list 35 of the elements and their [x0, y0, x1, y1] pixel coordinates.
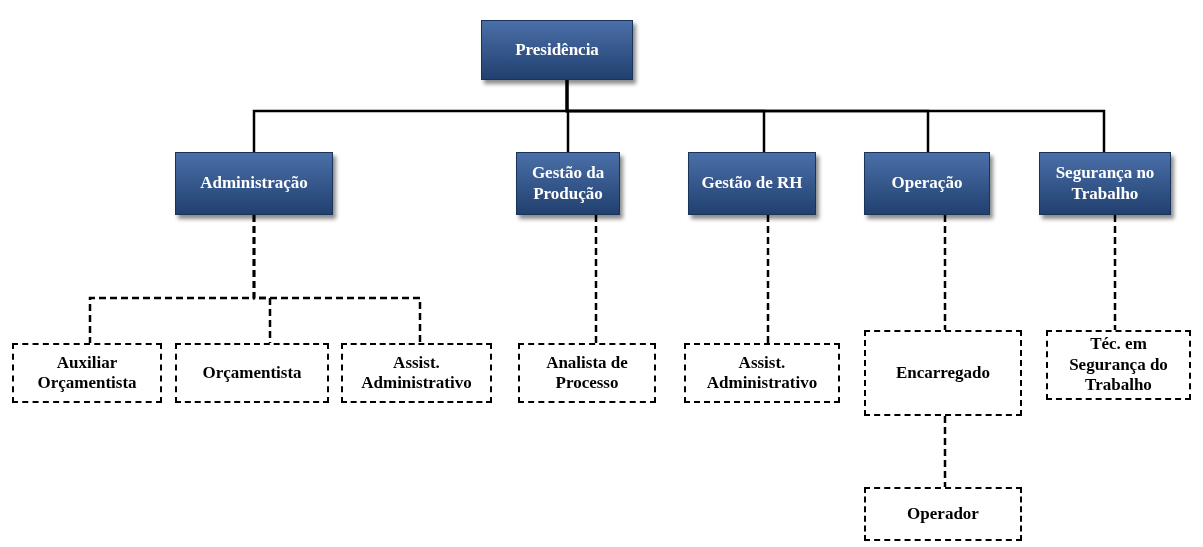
connector-line [943, 416, 947, 487]
box-title: Operação [890, 173, 964, 194]
position-box [864, 487, 1022, 541]
position-box [1046, 330, 1191, 400]
department-box [1039, 152, 1171, 215]
box-title: Operador [906, 503, 980, 525]
connector-line [252, 215, 422, 343]
box-title: Assist. Administrativo [360, 352, 473, 394]
connector-line [766, 215, 770, 343]
box-title: Analista de Processo [545, 352, 629, 394]
position-box [341, 343, 492, 403]
position-box [12, 343, 162, 403]
position-box [175, 343, 329, 403]
box-title: Téc. em Segurança do Trabalho [1068, 334, 1169, 396]
connector-line [594, 215, 598, 343]
department-box [864, 152, 990, 215]
box-title: Assist. Administrativo [705, 352, 819, 394]
position-box [684, 343, 840, 403]
box-title: Orçamentista [201, 362, 303, 384]
position-box [518, 343, 656, 403]
box-title: Encarregado [894, 362, 992, 384]
department-box [516, 152, 620, 215]
box-title: Auxiliar Orçamentista [36, 352, 138, 394]
department-box [175, 152, 333, 215]
connector-line [565, 80, 1106, 152]
department-box [481, 20, 633, 80]
box-title: Administração [199, 173, 309, 194]
box-title: Gestão de RH [700, 173, 804, 194]
box-title: Gestão da Produção [530, 163, 606, 204]
position-box [864, 330, 1022, 416]
connector-line [1113, 215, 1117, 330]
connector-line [943, 215, 947, 330]
department-box [688, 152, 816, 215]
box-title: Segurança no Trabalho [1054, 163, 1156, 204]
box-title: Presidência [514, 39, 600, 61]
